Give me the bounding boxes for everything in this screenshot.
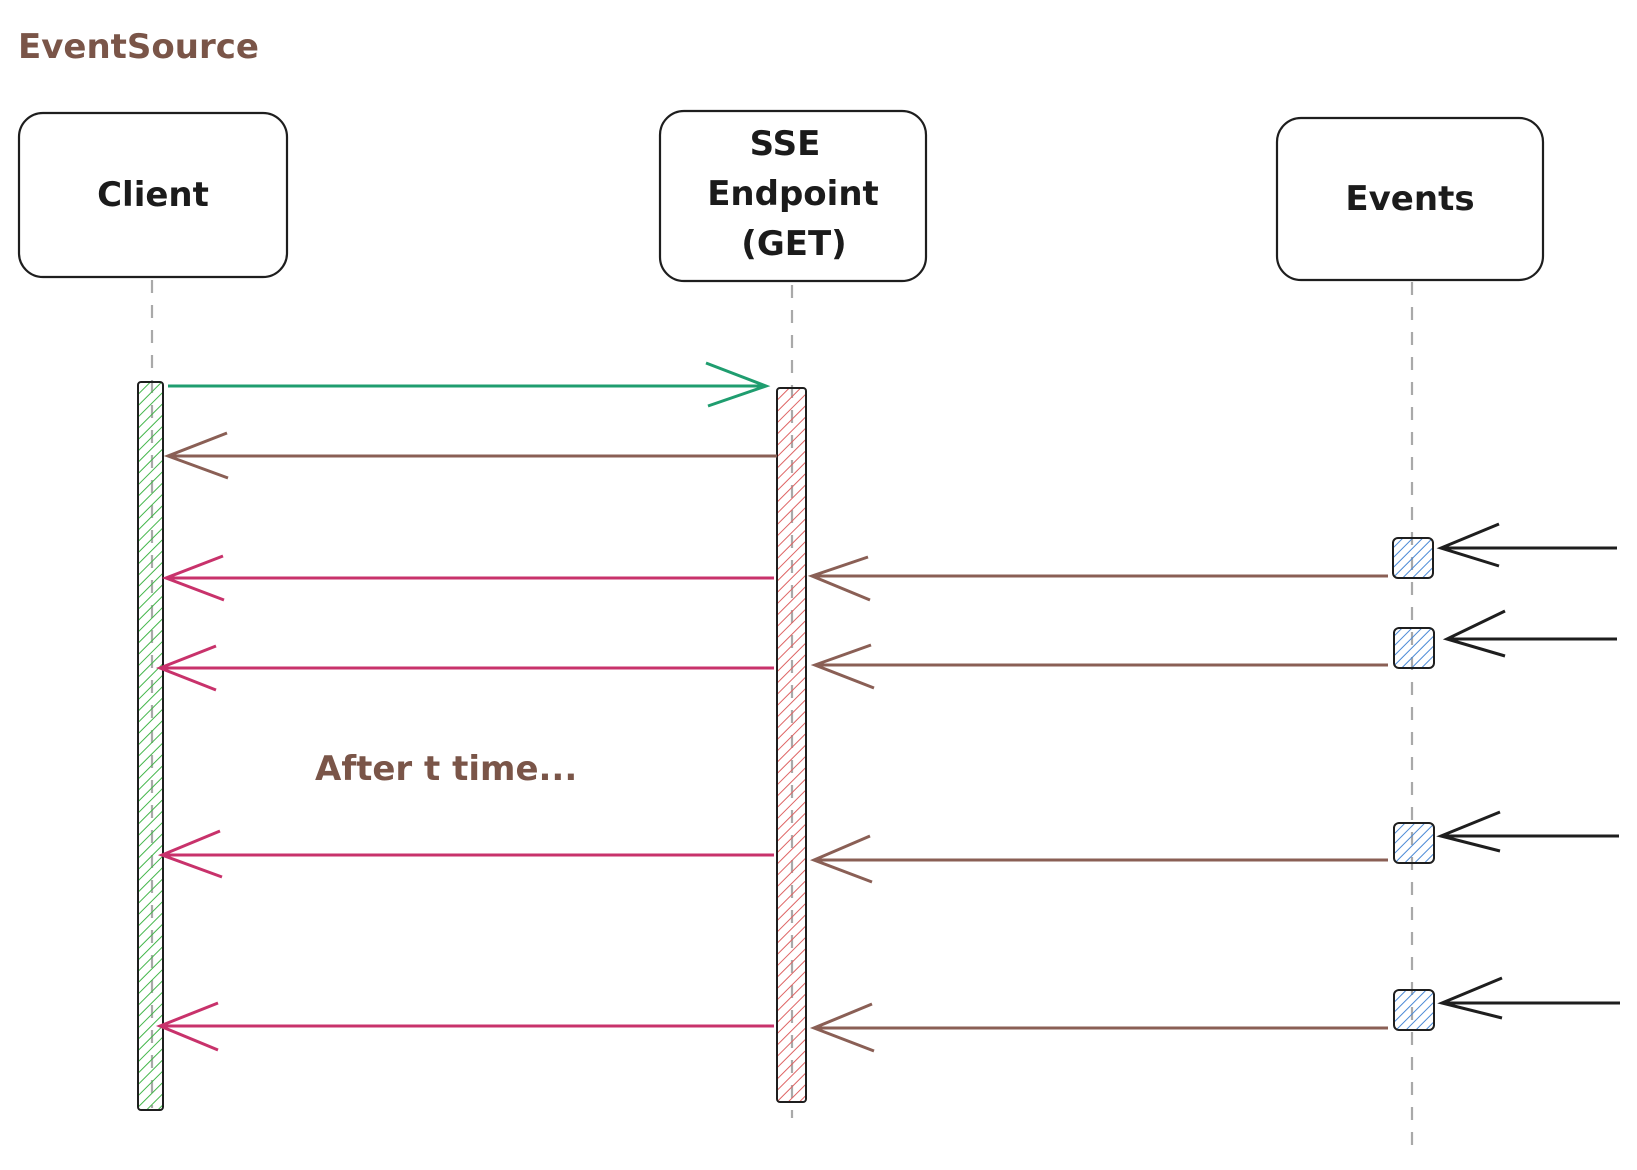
- event-to-endpoint-arrow: [809, 834, 1388, 884]
- participant-client-label: Client: [97, 175, 209, 215]
- endpoint-to-client-event-arrow: [155, 644, 774, 692]
- event-to-endpoint-arrow: [810, 643, 1388, 690]
- endpoint-label-line-2: Endpoint: [707, 174, 879, 214]
- event-marker: [1393, 822, 1435, 864]
- event-to-endpoint-arrow: [809, 1002, 1388, 1053]
- endpoint-to-client-event-arrow: [157, 829, 774, 879]
- endpoint-to-client-event-arrow: [161, 554, 774, 602]
- participant-events-label: Events: [1345, 179, 1474, 219]
- endpoint-label-line-1: SSE: [750, 124, 821, 164]
- client-request-arrow: [168, 361, 771, 408]
- event-marker: [1393, 989, 1435, 1031]
- incoming-event-arrow: [1436, 810, 1619, 853]
- incoming-event-arrow: [1436, 522, 1617, 568]
- endpoint-response-arrow: [163, 431, 777, 480]
- event-to-endpoint-arrow: [807, 555, 1388, 602]
- event-marker: [1392, 537, 1434, 579]
- time-gap-note: After t time...: [315, 749, 577, 789]
- participant-client: Client: [17, 111, 289, 279]
- client-activation-bar: [137, 381, 164, 1111]
- incoming-event-arrow: [1442, 609, 1617, 658]
- diagram-title: EventSource: [18, 27, 259, 67]
- endpoint-to-client-event-arrow: [156, 1001, 774, 1052]
- endpoint-label-line-3: (GET): [741, 224, 846, 264]
- participant-events: Events: [1275, 116, 1545, 282]
- endpoint-activation-bar: [776, 387, 807, 1103]
- participant-sse-endpoint: SSE Endpoint (GET): [658, 109, 928, 283]
- event-marker: [1393, 627, 1435, 669]
- incoming-event-arrow: [1437, 976, 1620, 1020]
